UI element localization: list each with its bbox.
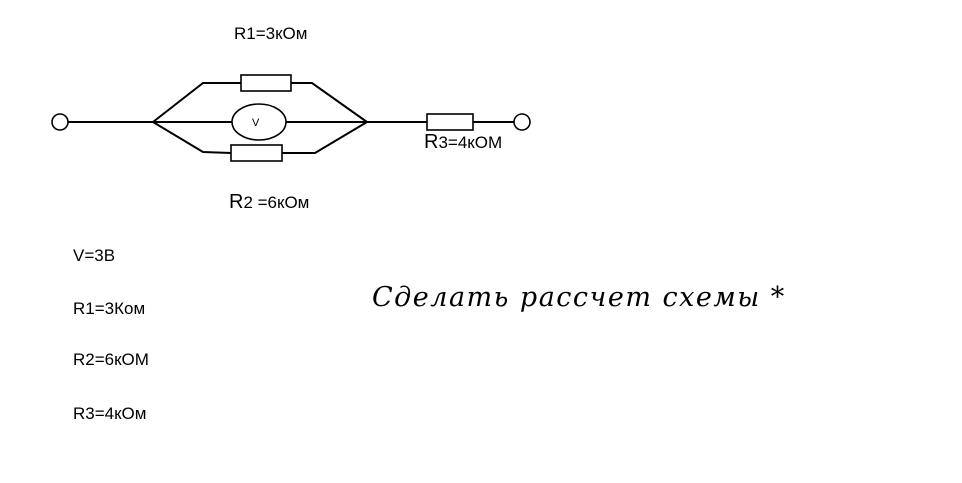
- r1-branch-wire: [152, 82, 241, 123]
- r3-label: R3=4кОМ: [424, 132, 502, 152]
- r2-label-rest: 2 =6кОм: [243, 193, 310, 212]
- r2-label-prefix: R: [229, 191, 244, 213]
- r3-resistor: [426, 113, 474, 131]
- r3-label-prefix: R: [424, 131, 439, 153]
- r1-label: R1=3кОм: [234, 24, 308, 43]
- voltmeter-symbol: V: [252, 117, 260, 129]
- given-voltage: V=3В: [73, 246, 116, 265]
- r1-branch-wire-right: [291, 82, 368, 123]
- left-terminal: [51, 113, 69, 131]
- voltmeter: [231, 103, 287, 141]
- r2-label: R2 =6кОм: [229, 192, 309, 212]
- right-terminal: [513, 113, 531, 131]
- r2-branch-wire: [152, 121, 232, 154]
- given-r3: R3=4кОм: [73, 404, 147, 423]
- r3-label-rest: 3=4кОМ: [438, 133, 503, 152]
- task-text: Сделать рассчет схемы *: [372, 282, 786, 313]
- r2-resistor: [230, 144, 283, 162]
- r1-resistor: [240, 74, 292, 92]
- given-r2: R2=6кОМ: [73, 350, 149, 369]
- r2-branch-wire-right: [282, 121, 368, 154]
- given-r1: R1=3Ком: [73, 299, 146, 318]
